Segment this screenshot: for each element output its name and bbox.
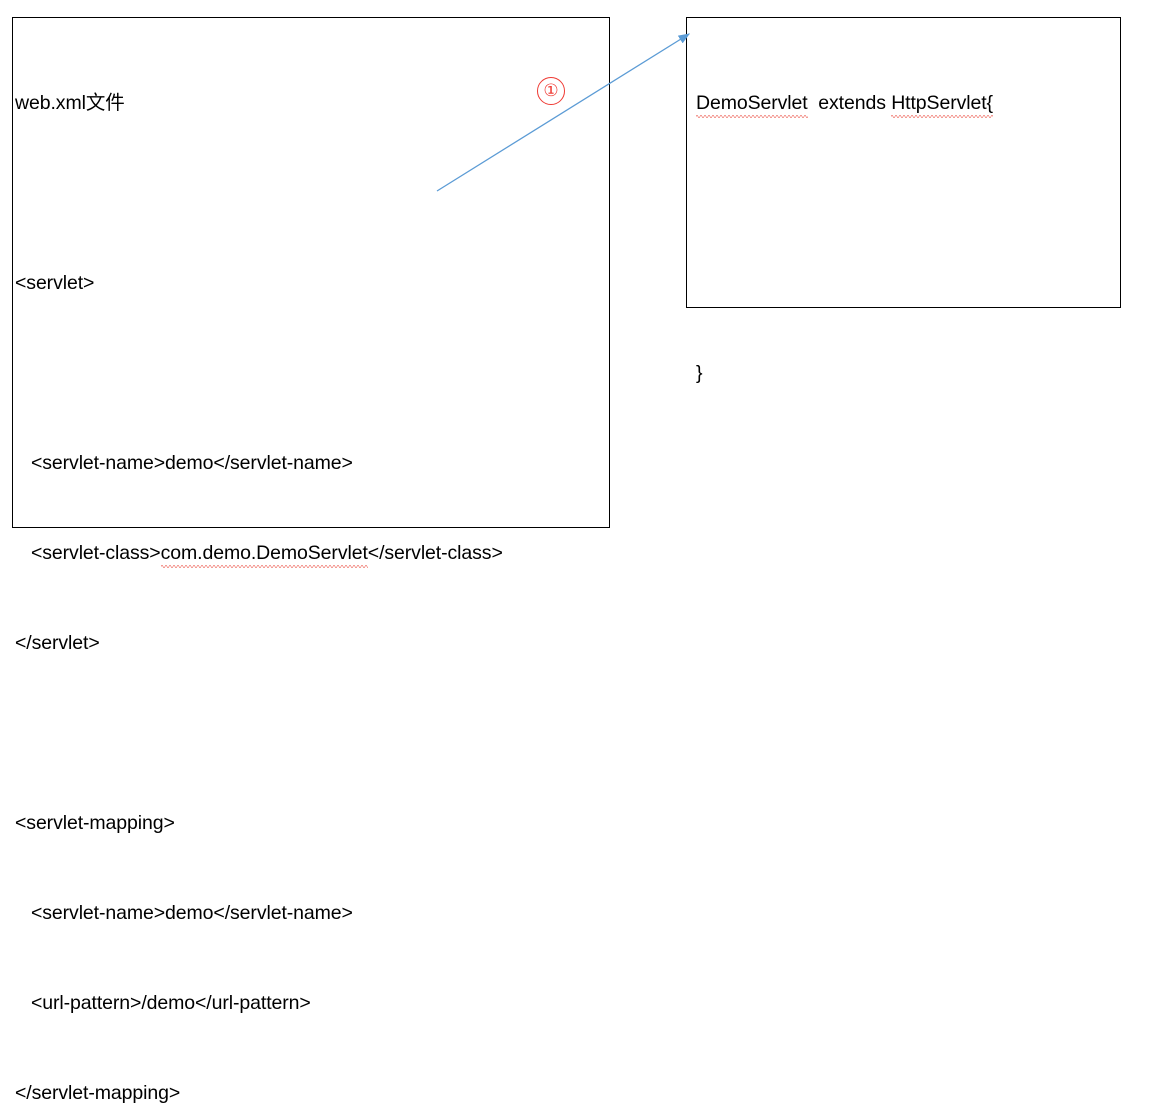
xml-mapping-servlet-name-text: <servlet-name>demo</servlet-name> (30, 902, 353, 924)
xml-line-servlet-close: </servlet> (15, 632, 100, 654)
java-code-block: DemoServlet extends HttpServlet{ } (696, 28, 993, 448)
xml-code-block: web.xml文件 <servlet> <servlet-name>demo</… (15, 28, 503, 1106)
java-super-class: HttpServlet{ (891, 88, 993, 118)
xml-servlet-class-value: com.demo.DemoServlet (160, 538, 368, 568)
java-spacer-2 (696, 268, 993, 298)
xml-spacer-2 (15, 358, 503, 388)
xml-line-servlet-open: <servlet> (15, 272, 95, 294)
xml-title: web.xml文件 (15, 92, 125, 114)
callout-number-1: ① (537, 77, 565, 105)
slide-canvas: web.xml文件 <servlet> <servlet-name>demo</… (12, 17, 1121, 1104)
xml-line-mapping-close: </servlet-mapping> (15, 1082, 181, 1104)
xml-servlet-class-suffix: </servlet-class> (367, 542, 503, 564)
java-spacer-1 (696, 178, 993, 208)
java-closing-brace: } (696, 362, 703, 384)
xml-line-servlet-name: <servlet-name>demo</servlet-name> (15, 448, 503, 478)
xml-spacer-3 (15, 718, 503, 748)
java-class-name: DemoServlet (696, 88, 808, 118)
java-class-signature: DemoServlet extends HttpServlet{ (696, 88, 993, 118)
xml-line-url-pattern: <url-pattern>/demo</url-pattern> (15, 988, 503, 1018)
xml-url-pattern-text: <url-pattern>/demo</url-pattern> (30, 992, 311, 1014)
xml-servlet-class-prefix: <servlet-class> (30, 542, 161, 564)
xml-line-servlet-class: <servlet-class>com.demo.DemoServlet</ser… (15, 538, 503, 568)
xml-config-box (12, 17, 610, 528)
xml-line-mapping-open: <servlet-mapping> (15, 812, 175, 834)
java-extends-keyword: extends (818, 92, 886, 114)
xml-line-mapping-servlet-name: <servlet-name>demo</servlet-name> (15, 898, 503, 928)
xml-servlet-name-text: <servlet-name>demo</servlet-name> (30, 452, 353, 474)
xml-spacer-1 (15, 178, 503, 208)
